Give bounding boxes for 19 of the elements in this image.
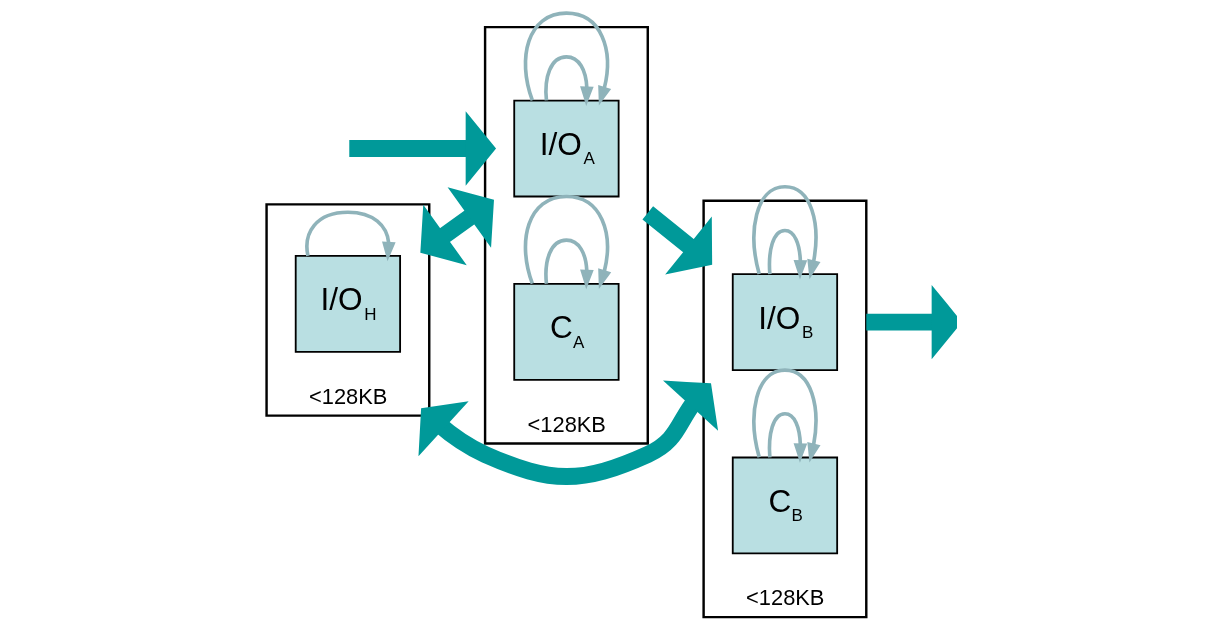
arrow	[543, 55, 594, 106]
node-box: I/O$_{A}$	[512, 99, 620, 198]
node-box: C$_{A}$	[512, 282, 620, 381]
node-box: C$_{B}$	[731, 456, 838, 555]
node-box: I/O$_{B}$	[731, 273, 838, 371]
arrow	[767, 411, 807, 463]
arrow	[767, 228, 807, 280]
arrow	[417, 380, 718, 486]
arrow	[751, 368, 821, 463]
arrow	[865, 284, 957, 360]
node-box: I/O$_{H}$	[294, 255, 401, 353]
arrow	[304, 210, 396, 262]
arrow	[751, 184, 821, 280]
arrow	[419, 187, 494, 266]
arrow	[523, 11, 611, 106]
arrow	[543, 238, 594, 290]
arrow	[523, 194, 611, 289]
arrow	[348, 111, 496, 186]
arrow	[641, 206, 712, 275]
